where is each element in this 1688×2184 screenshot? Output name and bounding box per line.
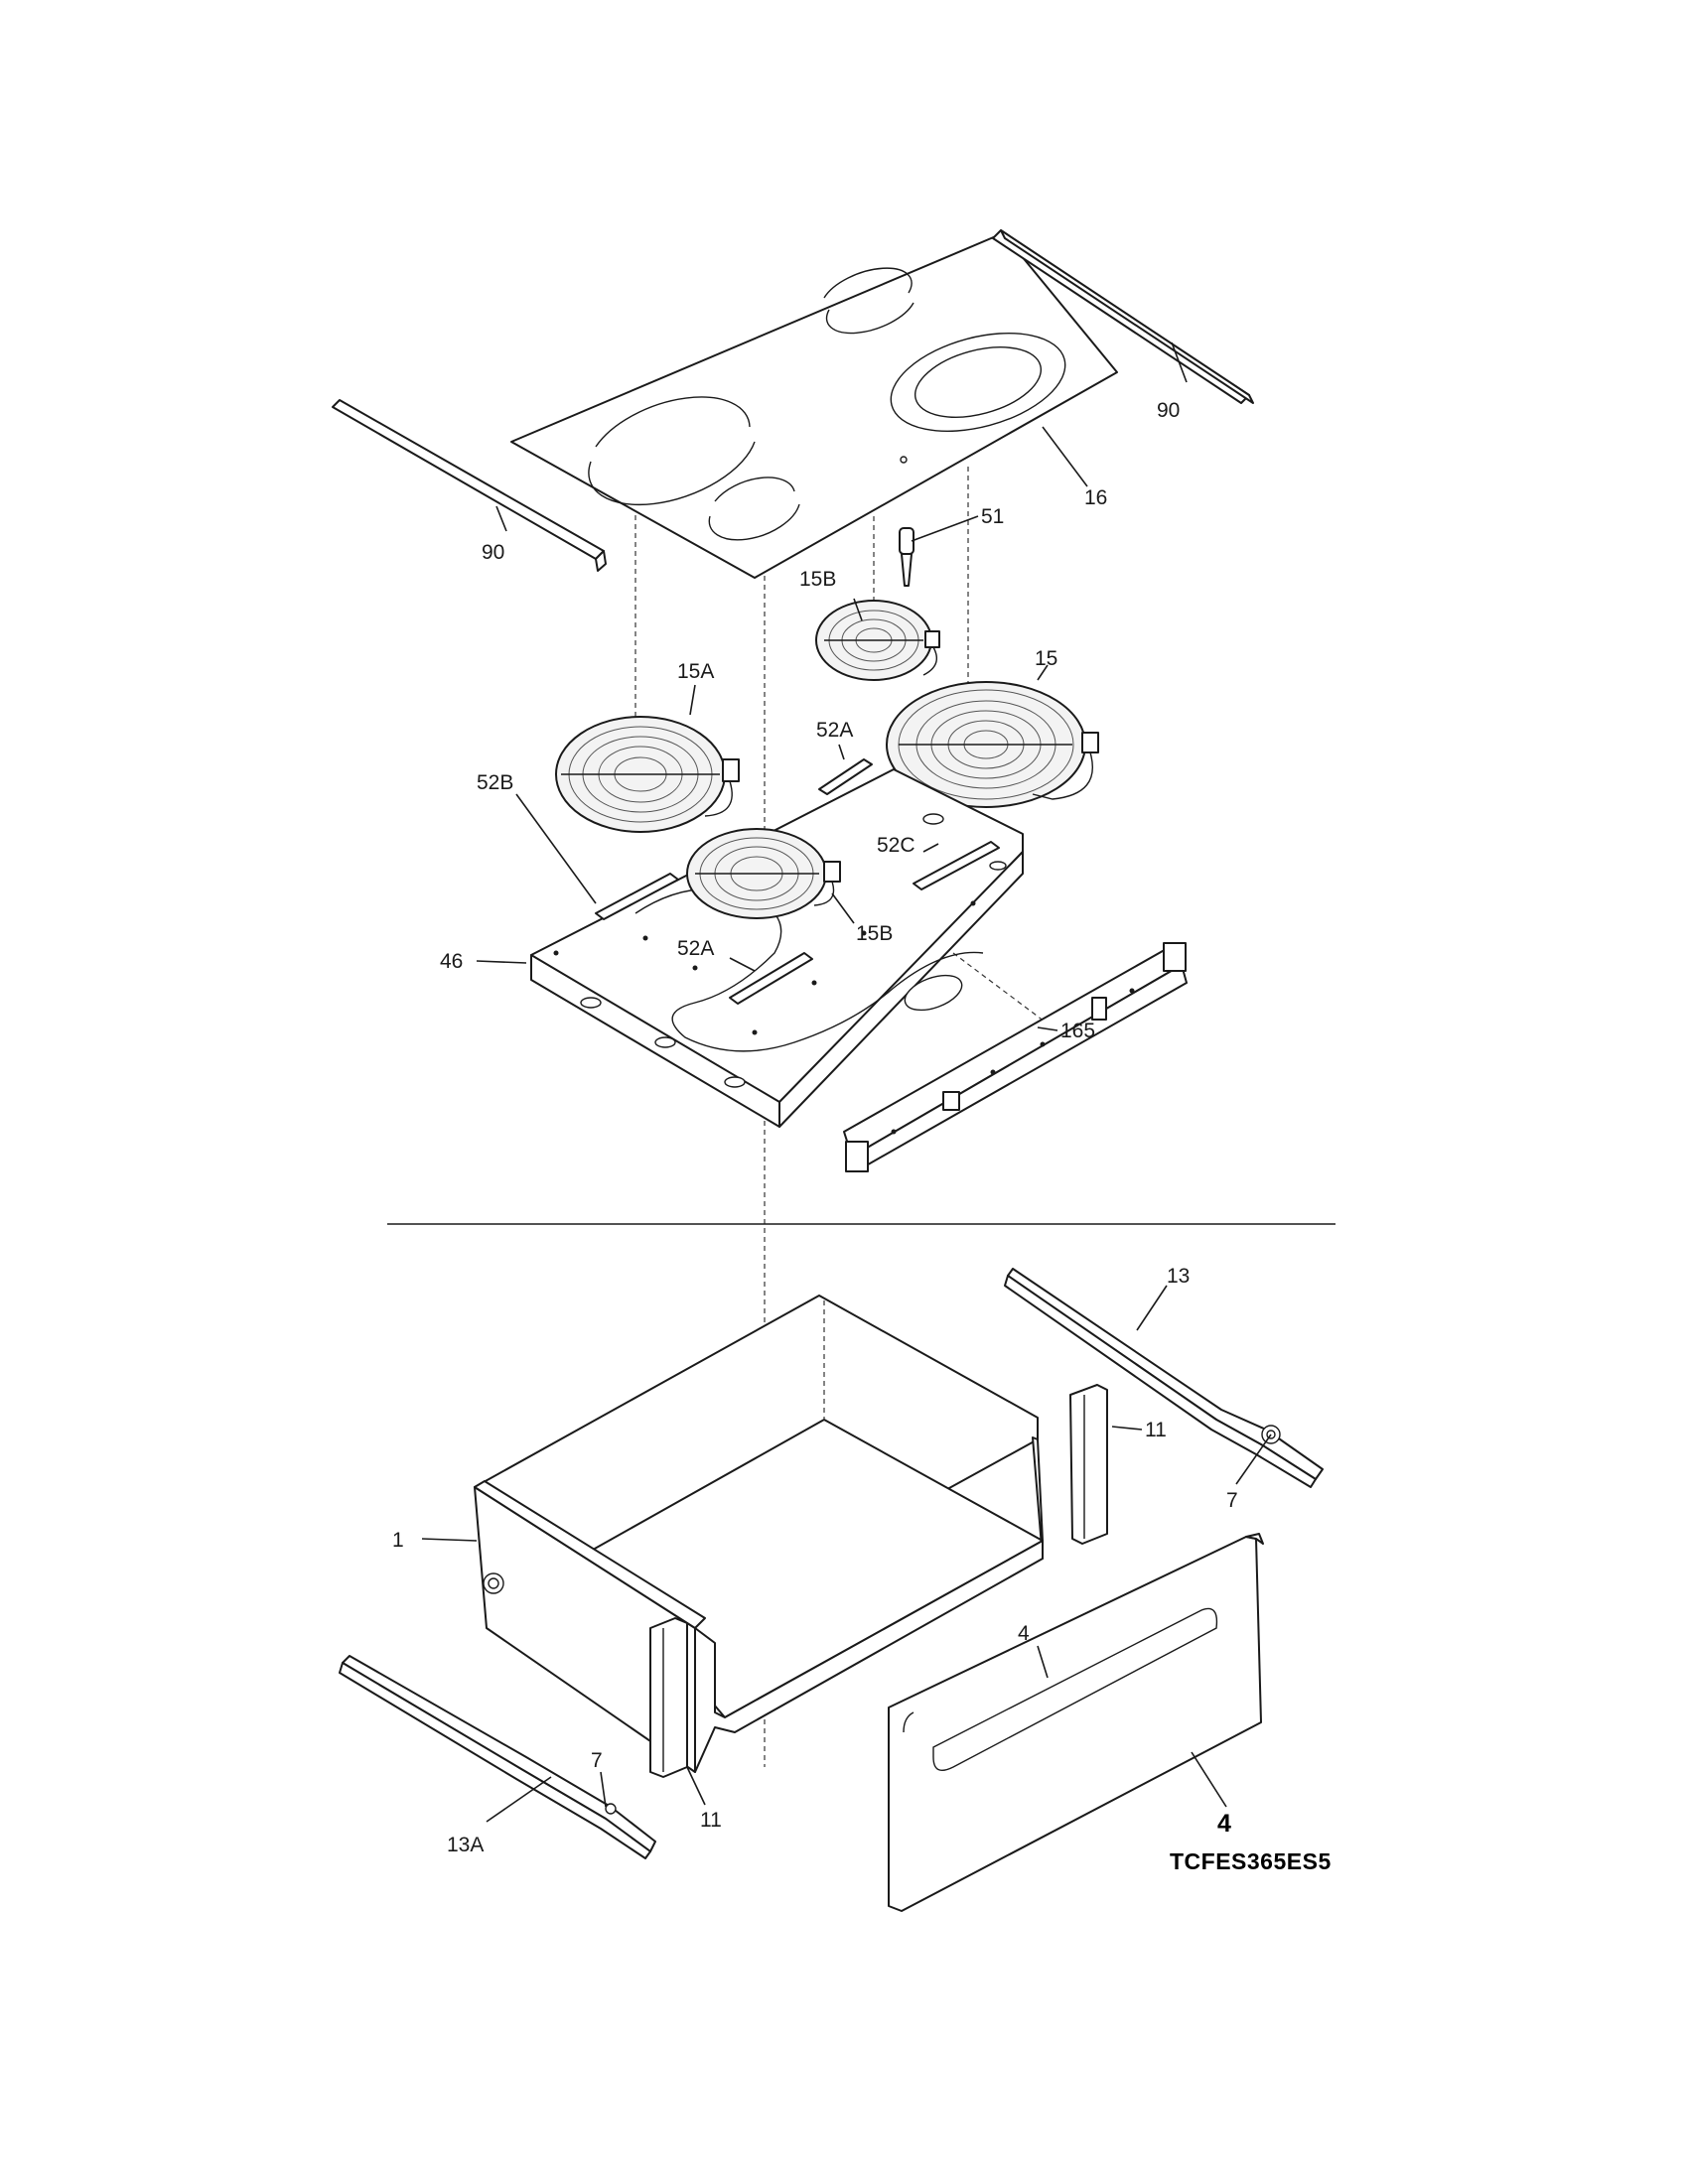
part-labels: 16 90 90 51 15B 15 15A 52A 52B 52C 15B 5… [392, 399, 1332, 1874]
label-drawer-body: 1 [392, 1529, 404, 1552]
heating-element-large-left[interactable] [555, 716, 740, 833]
heating-element-small-front[interactable] [686, 828, 841, 919]
burner-box[interactable] [530, 768, 1024, 1128]
label-element-small-rear: 15B [799, 568, 836, 591]
label-drawer-bracket-right: 11 [1145, 1419, 1167, 1441]
label-element-large-left: 15A [677, 660, 714, 683]
heating-element-large-right[interactable] [886, 681, 1099, 808]
label-trim-right: 90 [1157, 399, 1180, 422]
label-bracket-right: 52C [877, 834, 915, 857]
drawer-bracket-right[interactable] [1069, 1384, 1108, 1545]
label-roller-right: 7 [1226, 1489, 1238, 1512]
trim-strip-right[interactable] [992, 229, 1254, 404]
label-trim-left: 90 [482, 541, 504, 564]
drawer-slide-right[interactable] [1004, 1268, 1324, 1488]
label-bracket-front: 52A [677, 937, 714, 960]
label-sensor: 51 [981, 505, 1004, 528]
glass-cooktop[interactable] [510, 232, 1118, 579]
label-bracket-left: 52B [477, 771, 513, 794]
label-element-large-right: 15 [1035, 647, 1057, 670]
label-drawer-slide-left: 13A [447, 1834, 484, 1856]
label-burner-box: 46 [440, 950, 463, 973]
bracket-52a-front[interactable] [729, 952, 813, 1005]
label-glass-top: 16 [1084, 486, 1107, 509]
limit-sensor[interactable] [899, 527, 914, 587]
label-element-small-front: 15B [856, 922, 893, 945]
label-roller-left: 7 [591, 1749, 603, 1772]
model-code: TCFES365ES5 [1170, 1848, 1332, 1874]
bracket-52b[interactable] [595, 873, 679, 920]
rear-mounting-bracket[interactable] [843, 942, 1188, 1172]
label-drawer-front-top: 4 [1018, 1622, 1030, 1645]
label-drawer-slide-right: 13 [1167, 1265, 1190, 1288]
label-drawer-front-bottom: 4 [1217, 1810, 1231, 1838]
drawer-slide-left[interactable] [339, 1655, 656, 1859]
drawer-front-panel[interactable] [888, 1533, 1264, 1912]
heating-element-small-rear[interactable] [815, 600, 940, 681]
trim-strip-left[interactable] [332, 399, 607, 572]
label-bracket-rear: 52A [816, 719, 853, 742]
label-drawer-bracket-left: 11 [700, 1809, 722, 1832]
drawer-bracket-left[interactable] [649, 1617, 688, 1778]
leader-lines [421, 341, 1272, 1823]
bracket-52c[interactable] [913, 841, 1000, 890]
drawer-body[interactable] [474, 1295, 1044, 1773]
label-rear-bracket: 165 [1060, 1020, 1095, 1042]
bracket-52a-rear[interactable] [818, 758, 873, 795]
